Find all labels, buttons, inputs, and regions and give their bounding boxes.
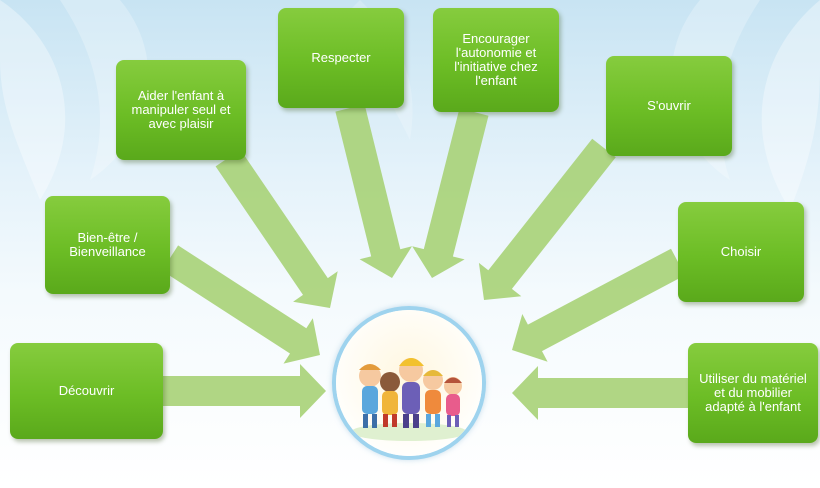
node-souvrir: S'ouvrir <box>606 56 732 156</box>
arrow-respecter <box>335 104 412 279</box>
arrow-choisir <box>512 248 685 362</box>
children-group-icon <box>336 310 482 456</box>
node-encourager: Encourager l'autonomie et l'initiative c… <box>433 8 559 112</box>
center-circle <box>332 306 486 460</box>
arrow-encourager <box>412 108 489 278</box>
arrow-souvrir <box>478 138 616 300</box>
arrow-utiliser <box>512 366 688 420</box>
arrow-aider <box>215 149 338 308</box>
node-aider: Aider l'enfant à manipuler seul et avec … <box>116 60 246 160</box>
arrow-decouvrir <box>163 364 326 418</box>
node-respecter: Respecter <box>278 8 404 108</box>
node-choisir: Choisir <box>678 202 804 302</box>
arrow-bien-etre <box>161 245 320 364</box>
node-bien-etre: Bien-être / Bienveillance <box>45 196 170 294</box>
node-utiliser: Utiliser du matériel et du mobilier adap… <box>688 343 818 443</box>
node-decouvrir: Découvrir <box>10 343 163 439</box>
